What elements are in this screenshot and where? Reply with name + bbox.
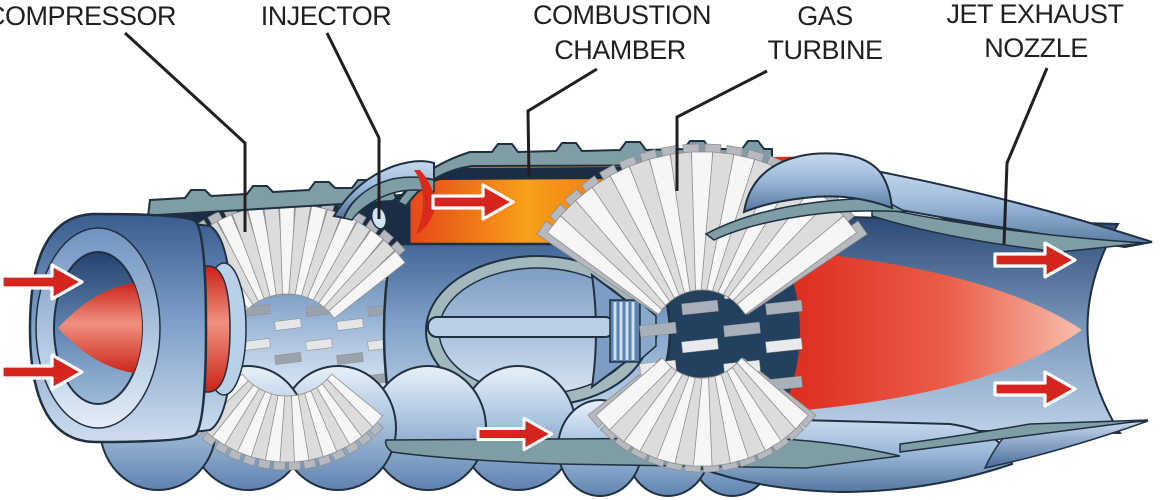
label-turbine-line2: TURBINE	[767, 35, 882, 65]
stator-bar	[274, 318, 302, 331]
injector-assembly	[332, 160, 435, 234]
stator-bar	[765, 337, 803, 354]
compressor-leader-line	[123, 31, 247, 232]
stator-bar	[639, 321, 677, 338]
turbine-blades-top	[546, 151, 858, 315]
leader-lines	[123, 31, 1049, 245]
nozzle-top-teal-strip	[871, 205, 1146, 253]
label-combustion-line1: COMBUSTION	[533, 0, 711, 30]
stator-bar	[723, 321, 761, 338]
nose-cone	[58, 282, 142, 374]
exhaust-plume	[782, 250, 1082, 412]
injector-dome-teal	[342, 176, 435, 221]
label-nozzle-line1: JET EXHAUST	[946, 0, 1123, 29]
shaft-gear-ribs	[613, 302, 635, 360]
combustion-leader-line	[526, 67, 598, 178]
stator-bar	[274, 352, 302, 365]
flame-front	[414, 170, 435, 234]
label-nozzle-line2: NOZZLE	[984, 33, 1088, 63]
stator-bar	[305, 338, 333, 351]
stator-bar	[765, 299, 803, 316]
intake-assembly	[28, 212, 247, 444]
stator-bar	[681, 337, 719, 354]
stator-bar	[336, 318, 364, 331]
drive-shaft	[427, 316, 615, 338]
nozzle-leader-line	[1002, 67, 1049, 245]
turbine-leader-line	[675, 69, 768, 191]
label-combustion-line2: CHAMBER	[554, 35, 686, 65]
blade	[736, 215, 858, 315]
blade	[327, 250, 406, 319]
turbine-blades-bottom	[595, 357, 809, 467]
stator-bar	[681, 299, 719, 316]
labels: COMPRESSOR INJECTOR COMBUSTION CHAMBER G…	[0, 0, 1124, 65]
stator-bar	[336, 352, 364, 365]
blade	[595, 357, 672, 431]
compressor-blades-bottom	[190, 373, 384, 463]
turbine-fairing-hump	[742, 152, 894, 214]
label-compressor: COMPRESSOR	[0, 1, 176, 31]
label-turbine-line1: GAS	[797, 1, 853, 31]
nozzle-bottom-teal-strip	[899, 419, 1149, 453]
label-injector: INJECTOR	[261, 1, 392, 31]
turbine-fairing-teal-wedge	[704, 197, 907, 241]
injector-leader-line	[325, 32, 381, 219]
